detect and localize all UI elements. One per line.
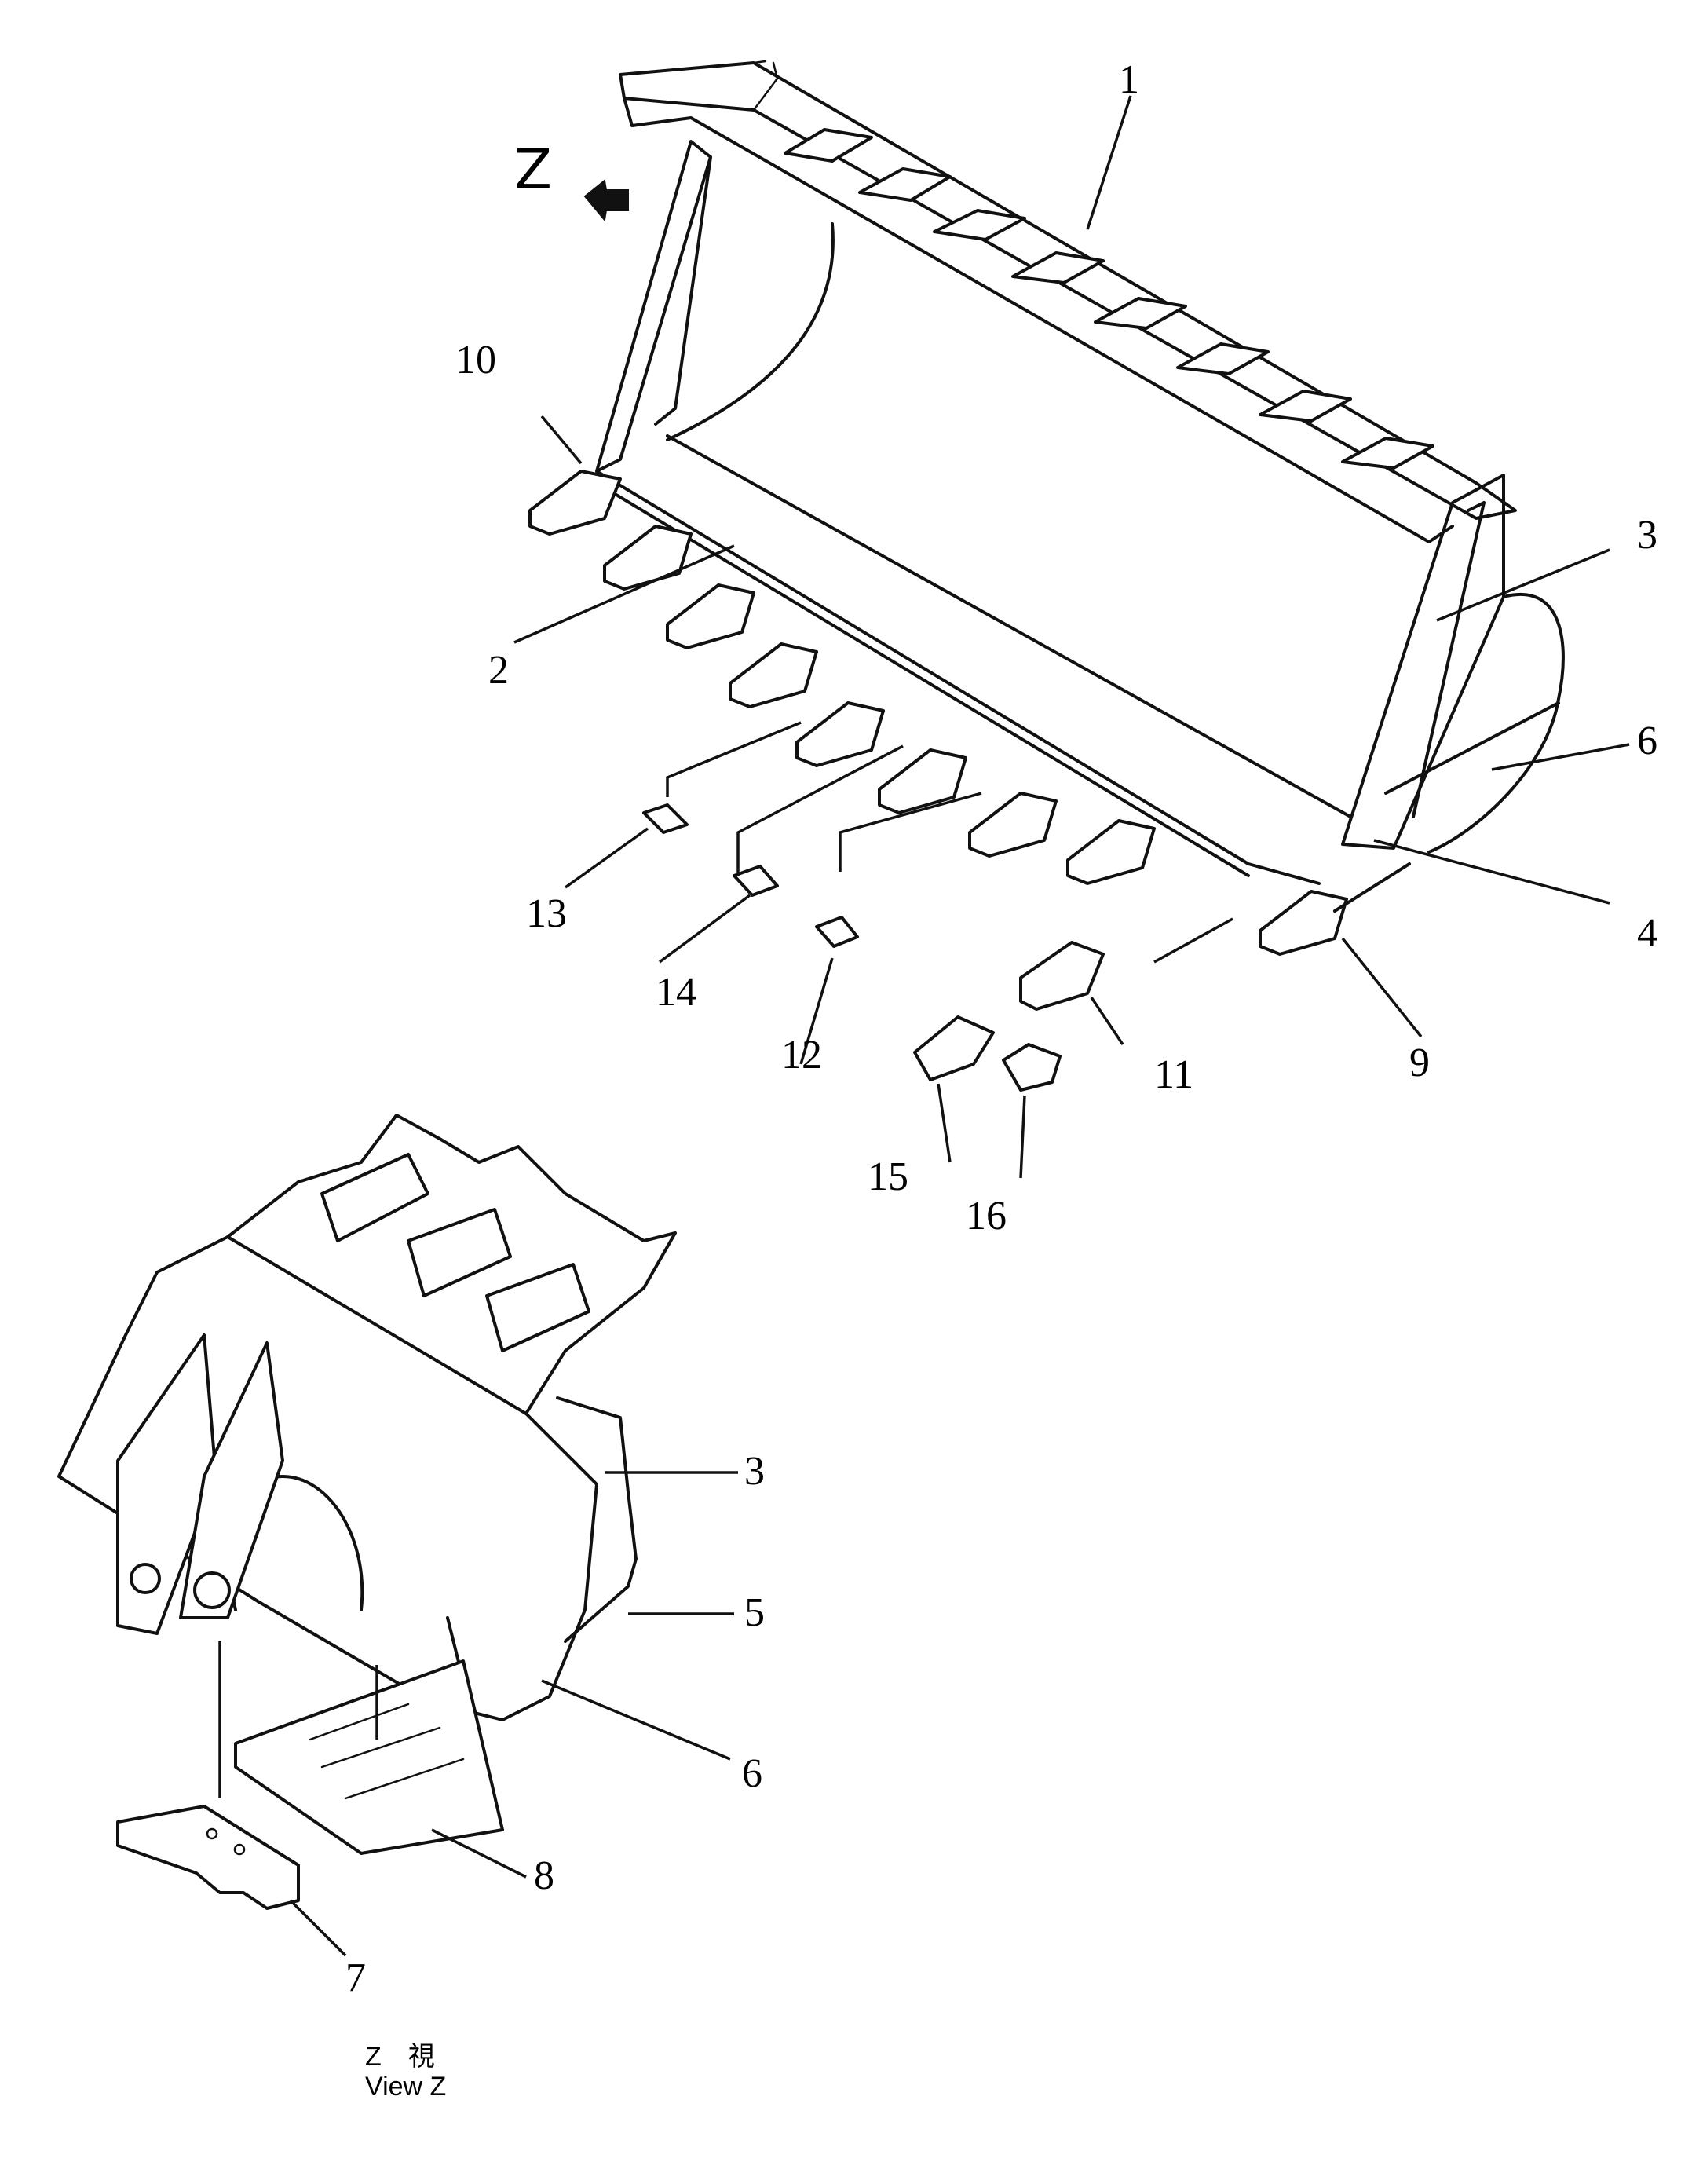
callout-7: 7 xyxy=(345,1955,366,2000)
bucket-teeth xyxy=(528,470,1411,956)
callout-10: 10 xyxy=(455,338,496,382)
loose-parts xyxy=(642,803,1105,1092)
callout-6-view-z: 6 xyxy=(742,1751,762,1796)
plate-8 xyxy=(234,1659,504,1855)
callout-9: 9 xyxy=(1409,1041,1430,1085)
view-z-caption: Z 視 View Z xyxy=(365,2042,446,2102)
callout-14: 14 xyxy=(656,970,696,1015)
leader-lines xyxy=(289,95,1630,1957)
view-z-caption-en: View Z xyxy=(365,2072,447,2102)
part-12-shim xyxy=(815,916,859,948)
bucket-front-view xyxy=(595,60,1565,885)
callout-1: 1 xyxy=(1119,57,1139,102)
part-14-shim xyxy=(733,865,779,897)
plate-7 xyxy=(116,1805,300,1910)
bucket-view-z xyxy=(57,1114,677,1910)
view-z-caption-jp: Z 視 xyxy=(365,2042,435,2072)
callout-8: 8 xyxy=(534,1853,554,1898)
callout-5: 5 xyxy=(744,1590,765,1635)
callout-2: 2 xyxy=(488,648,509,693)
view-z-letter: Z xyxy=(514,137,552,202)
part-13-shim xyxy=(642,803,689,834)
part-16-pin xyxy=(1002,1043,1062,1092)
callout-labels: 1 2 3 4 6 9 10 11 12 13 14 15 16 3 5 6 7… xyxy=(345,57,1657,2000)
callout-4: 4 xyxy=(1637,911,1657,956)
callout-11: 11 xyxy=(1154,1052,1193,1097)
view-z-arrow: Z xyxy=(514,137,629,222)
callout-16: 16 xyxy=(966,1194,1007,1238)
callout-3-view-z: 3 xyxy=(744,1449,765,1494)
callout-6-top: 6 xyxy=(1637,719,1657,763)
part-11-adapter xyxy=(1019,941,1105,1011)
part-15-tooth xyxy=(913,1015,995,1081)
callout-12: 12 xyxy=(781,1033,822,1077)
callout-3-top: 3 xyxy=(1637,513,1657,558)
callout-13: 13 xyxy=(526,891,567,936)
callout-15: 15 xyxy=(868,1154,908,1199)
top-guard-plates xyxy=(784,128,1434,470)
